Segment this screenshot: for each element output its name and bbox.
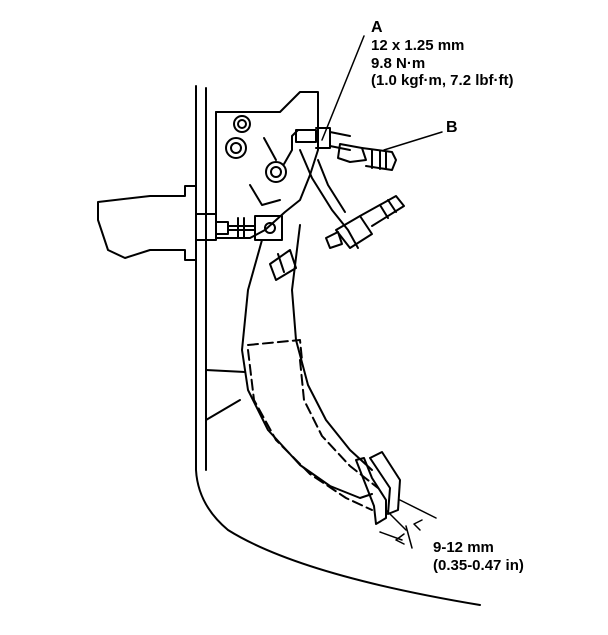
- pedal-arm: [241, 149, 373, 499]
- clevis-pin-icon: [264, 222, 276, 234]
- bolt-torque-alt-units: (1.0 kgf·m, 7.2 lbf·ft): [371, 72, 514, 89]
- bolt-torque-nm: 9.8 N·m: [371, 55, 426, 72]
- pedal-clearance-in: (0.35-0.47 in): [433, 557, 524, 574]
- pivot-bushing-icon: [265, 161, 287, 183]
- pivot-washer-icon: [233, 115, 251, 133]
- brake-switch-a: [295, 127, 397, 171]
- pivot-hardware: [225, 115, 299, 183]
- push-rod-clevis: [215, 215, 283, 241]
- pedal-arm-released-outline: [247, 339, 379, 511]
- pedal-stop-bracket-icon: [269, 249, 297, 281]
- leader-b: [383, 131, 443, 151]
- firewall-panel: [195, 85, 481, 606]
- pedal-pad: [355, 451, 401, 525]
- bolt-thread-spec: 12 x 1.25 mm: [371, 37, 465, 54]
- leader-a: [321, 35, 365, 141]
- brake-switch-b: [325, 195, 405, 249]
- label-leaders: [321, 35, 443, 151]
- callout-label-b: B: [446, 119, 458, 136]
- clearance-dimension: [379, 499, 437, 549]
- pedal-clearance-mm: 9-12 mm: [433, 539, 494, 556]
- callout-label-a: A: [371, 19, 383, 36]
- brake-booster: [97, 185, 217, 261]
